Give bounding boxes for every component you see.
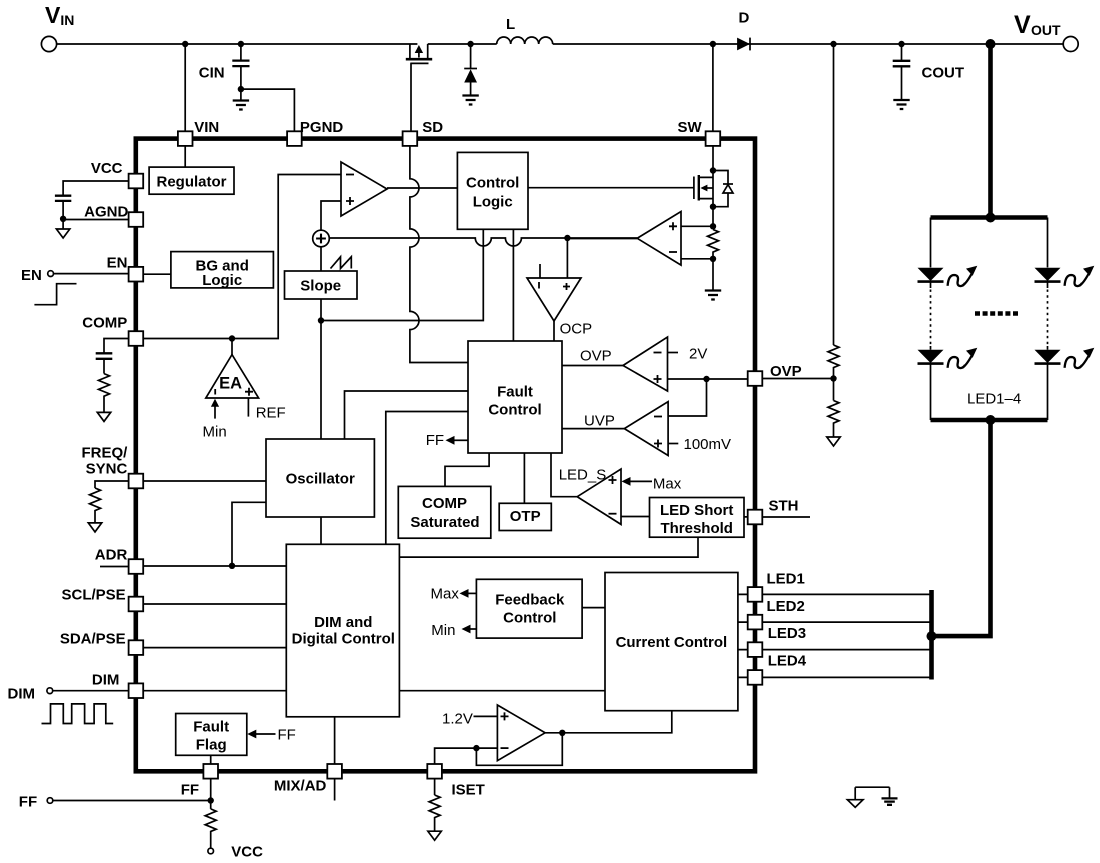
svg-text:STH: STH [769, 498, 799, 515]
svg-text:VCC: VCC [231, 844, 263, 861]
svg-text:AGND: AGND [84, 204, 128, 221]
svg-text:FF: FF [426, 432, 444, 449]
svg-text:D: D [739, 9, 750, 26]
svg-text:CIN: CIN [199, 65, 225, 82]
svg-text:COUT: COUT [922, 65, 965, 82]
svg-text:SW: SW [678, 119, 703, 136]
svg-text:UVP: UVP [584, 413, 615, 430]
svg-text:Min: Min [431, 622, 455, 639]
svg-text:LED Short: LED Short [660, 502, 733, 519]
svg-text:FF: FF [19, 794, 37, 811]
svg-text:Flag: Flag [196, 736, 227, 753]
svg-text:Max: Max [431, 586, 460, 603]
svg-text:EA: EA [219, 375, 242, 393]
svg-text:Digital Control: Digital Control [292, 630, 395, 647]
svg-text:LED1–4: LED1–4 [967, 391, 1021, 408]
svg-text:REF: REF [256, 405, 286, 422]
svg-text:Control: Control [503, 609, 556, 626]
svg-text:Control: Control [488, 402, 541, 419]
svg-text:Oscillator: Oscillator [286, 471, 355, 488]
svg-text:LED2: LED2 [767, 598, 805, 615]
svg-text:COMP: COMP [82, 315, 127, 332]
svg-text:Logic: Logic [202, 272, 242, 289]
svg-text:L: L [506, 16, 515, 33]
svg-text:FF: FF [181, 782, 199, 799]
svg-text:ISET: ISET [452, 782, 485, 799]
svg-text:SCL/PSE: SCL/PSE [62, 587, 126, 604]
svg-text:Max: Max [653, 476, 682, 493]
svg-text:Regulator: Regulator [156, 173, 226, 190]
svg-text:Slope: Slope [300, 278, 341, 295]
svg-text:Current Control: Current Control [616, 634, 728, 651]
svg-text:OVP: OVP [580, 348, 612, 365]
svg-text:LED_S: LED_S [559, 467, 607, 484]
svg-text:EN: EN [107, 254, 128, 271]
svg-text:EN: EN [21, 267, 42, 284]
svg-text:Feedback: Feedback [495, 592, 565, 609]
svg-text:V: V [1014, 11, 1031, 39]
svg-text:IN: IN [60, 12, 74, 28]
svg-text:ADR: ADR [95, 547, 128, 564]
svg-text:DIM and: DIM and [314, 614, 372, 631]
svg-text:Logic: Logic [473, 193, 513, 210]
svg-text:COMP: COMP [422, 495, 467, 512]
svg-text:V: V [45, 2, 61, 28]
svg-text:SYNC: SYNC [86, 461, 128, 478]
svg-text:SDA/PSE: SDA/PSE [60, 630, 126, 647]
svg-text:FREQ/: FREQ/ [81, 444, 128, 461]
svg-text:LED1: LED1 [767, 571, 805, 588]
svg-text:FF: FF [278, 727, 296, 744]
svg-text:LED4: LED4 [768, 653, 807, 670]
svg-text:Min: Min [203, 424, 227, 441]
svg-text:Threshold: Threshold [660, 520, 733, 537]
svg-text:2V: 2V [689, 346, 707, 363]
svg-text:Control: Control [466, 174, 519, 191]
svg-text:VIN: VIN [194, 119, 219, 136]
svg-text:100mV: 100mV [684, 436, 732, 453]
svg-text:SD: SD [422, 119, 443, 136]
svg-text:BG and: BG and [196, 258, 249, 275]
svg-text:MIX/AD: MIX/AD [274, 778, 327, 795]
svg-text:VCC: VCC [91, 160, 123, 177]
svg-text:OVP: OVP [770, 363, 802, 380]
svg-text:PGND: PGND [300, 119, 344, 136]
svg-text:Fault: Fault [193, 719, 229, 736]
svg-text:1.2V: 1.2V [442, 711, 473, 728]
svg-text:LED3: LED3 [768, 625, 806, 642]
svg-text:OTP: OTP [510, 508, 541, 525]
svg-text:OUT: OUT [1031, 22, 1061, 38]
svg-text:DIM: DIM [92, 671, 120, 688]
svg-text:Fault: Fault [497, 384, 533, 401]
svg-text:DIM: DIM [8, 686, 36, 703]
svg-text:Saturated: Saturated [410, 514, 479, 531]
svg-text:OCP: OCP [560, 321, 593, 338]
